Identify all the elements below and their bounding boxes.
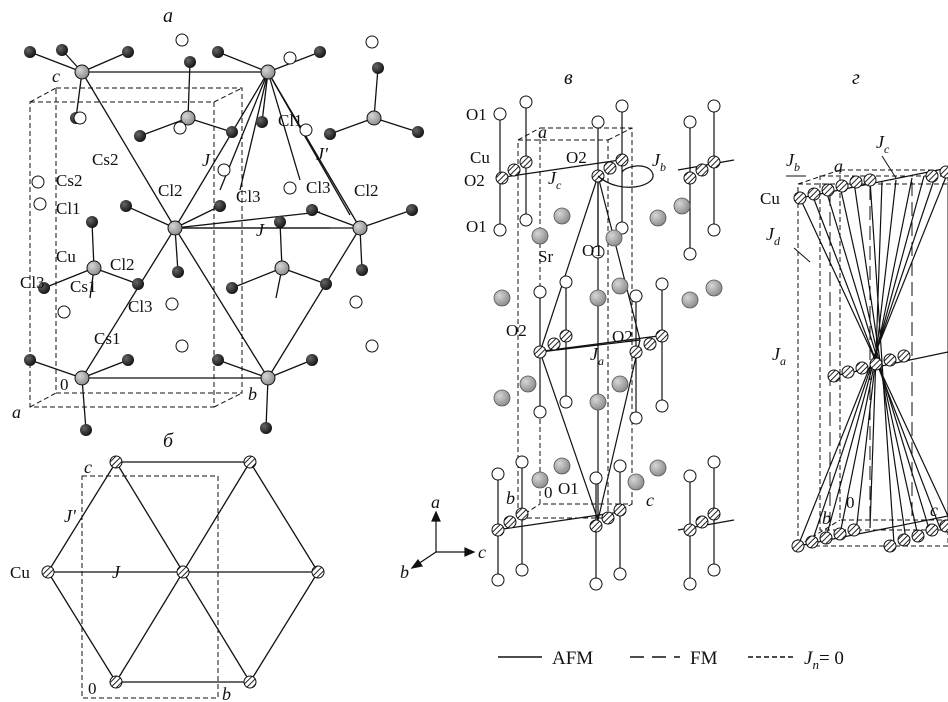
panel-v-unit-cell: [517, 127, 633, 519]
panel-g-exchange-labels: Jb Jc Jd Ja: [766, 132, 890, 368]
panel-a-cs-atoms: [31, 33, 379, 353]
panel-a-atom-labels: Cl1 Cs2 Cs2 Cl1 Cu Cl2 Cl3 Cs1 Cl3 Cs1 C…: [20, 111, 379, 348]
panel-b: б Cu c 0 b J' J: [10, 430, 325, 702]
axis-label-b: b: [506, 488, 515, 508]
panel-a: а: [12, 5, 424, 436]
atom-label: Cl2: [158, 181, 183, 200]
axis-label-b: b: [222, 684, 231, 702]
legend-fm-label: FM: [690, 648, 718, 669]
exchange-label-ja: Ja: [772, 344, 786, 368]
panel-v-axis-labels: a b 0 c: [506, 122, 654, 510]
panel-a-title: а: [163, 5, 173, 27]
atom-label: O1: [466, 105, 487, 124]
panel-g: г: [760, 67, 948, 553]
panel-v-exchange-labels: Jb Jc Ja: [548, 150, 666, 368]
legend: AFM FM Jn= 0: [498, 648, 844, 672]
atom-label: O2: [464, 171, 485, 190]
atom-label: Cu: [56, 247, 76, 266]
exchange-label-j-prime: J': [64, 506, 77, 526]
atom-label: Cs2: [92, 150, 118, 169]
exchange-label-j: J: [202, 150, 211, 170]
panel-a-exchange-labels: J J' J: [202, 144, 329, 240]
panel-b-title: б: [163, 430, 174, 452]
axis-label-c: c: [84, 457, 92, 477]
panel-a-unit-cell: [29, 87, 243, 408]
atom-label: O1: [582, 241, 603, 260]
panel-g-leader-lines: [786, 155, 897, 263]
atom-label-cu: Cu: [760, 189, 780, 208]
atom-label: O2: [506, 321, 527, 340]
atom-label: Cl1: [278, 111, 303, 130]
panel-a-cl-atoms: [24, 44, 424, 436]
panel-b-cu-atoms: [41, 455, 325, 689]
exchange-label-j: J: [112, 562, 121, 582]
axis-label-b: b: [822, 508, 831, 528]
atom-label: Cl2: [354, 181, 379, 200]
panel-g-title: г: [852, 67, 860, 89]
legend-afm-label: AFM: [552, 648, 593, 669]
axis-label-a: a: [12, 402, 21, 422]
atom-label: Cl2: [110, 255, 135, 274]
exchange-label-jb: Jb: [786, 150, 800, 174]
panel-v-atom-labels: O1 Cu O2 O1 O2 Sr O1 O2 O2 O1: [464, 105, 633, 498]
atom-label-cu: Cu: [10, 563, 30, 582]
atom-label: Cl3: [20, 273, 45, 292]
axis-label-a: a: [834, 156, 843, 176]
atom-label: Cs2: [56, 171, 82, 190]
triad-label-a: a: [431, 492, 440, 512]
legend-jn-label: Jn= 0: [804, 648, 844, 672]
exchange-label-ja: Ja: [590, 344, 604, 368]
exchange-label-j-prime: J': [316, 144, 329, 164]
axis-label-c: c: [52, 66, 60, 86]
panel-b-unit-cell: [81, 475, 219, 699]
axis-label-b: b: [248, 384, 257, 404]
atom-label: Cl1: [56, 199, 81, 218]
panel-a-cu-atoms: [74, 64, 382, 386]
atom-label: Cl3: [128, 297, 153, 316]
atom-label: O2: [612, 327, 633, 346]
panel-v-o-atoms: [491, 95, 721, 591]
panel-v: в: [400, 67, 735, 591]
atom-label: O1: [558, 479, 579, 498]
atom-label: O1: [466, 217, 487, 236]
axis-label-c: c: [646, 490, 654, 510]
triad-label-b: b: [400, 562, 409, 582]
atom-label: Cl3: [236, 187, 261, 206]
atom-label: Sr: [538, 247, 553, 266]
axis-label-c: c: [930, 500, 938, 520]
exchange-label-jb: Jb: [652, 150, 666, 174]
atom-label: Cl3: [306, 178, 331, 197]
exchange-label-jc: Jc: [876, 132, 890, 156]
panel-a-bonds: [29, 49, 419, 431]
panel-v-axis-triad: [410, 510, 476, 569]
atom-label: O2: [566, 148, 587, 167]
atom-label: Cu: [470, 148, 490, 167]
atom-label: Cs1: [70, 277, 96, 296]
axis-label-a: a: [538, 122, 547, 142]
atom-label: Cs1: [94, 329, 120, 348]
panel-a-axis-labels: c a 0 b: [12, 66, 257, 422]
panel-v-sr-atoms: [493, 197, 723, 491]
triad-label-c: c: [478, 542, 486, 562]
axis-label-origin: 0: [544, 483, 553, 502]
panel-v-cu-atoms: [491, 153, 721, 537]
panel-v-title: в: [564, 67, 573, 89]
panel-g-cu-atoms: [791, 165, 948, 553]
axis-label-origin: 0: [88, 679, 97, 698]
exchange-label-jd: Jd: [766, 224, 781, 248]
axis-label-origin: 0: [846, 493, 855, 512]
jb-curved-arrow: [597, 165, 654, 188]
exchange-label-j: J: [256, 220, 265, 240]
exchange-label-jc: Jc: [548, 168, 562, 192]
panel-g-unit-cells: [797, 169, 948, 547]
axis-label-origin: 0: [60, 375, 69, 394]
